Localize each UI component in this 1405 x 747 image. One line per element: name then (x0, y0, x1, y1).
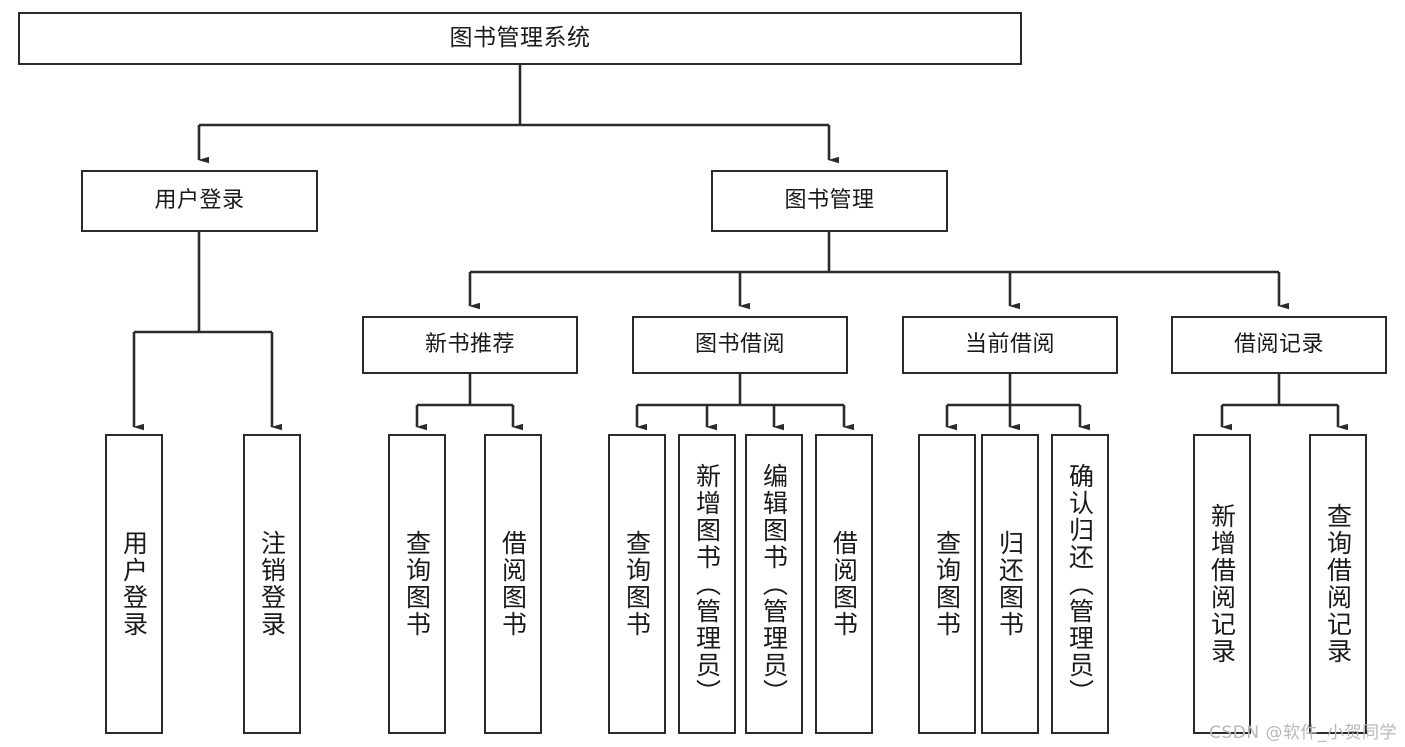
node-user-login-label: 用户登录 (154, 187, 245, 213)
leaf-user-login-label: 用户登录 (119, 530, 149, 638)
node-borrow-record[interactable]: 借阅记录 (1171, 316, 1387, 374)
leaf-current-return-book-label: 归还图书 (995, 530, 1025, 638)
node-book-management[interactable]: 图书管理 (711, 170, 948, 232)
node-root-label: 图书管理系统 (449, 24, 591, 51)
node-book-borrow[interactable]: 图书借阅 (632, 316, 848, 374)
node-root[interactable]: 图书管理系统 (18, 12, 1022, 65)
node-current-borrow[interactable]: 当前借阅 (902, 316, 1118, 374)
leaf-user-logout-label: 注销登录 (257, 530, 287, 638)
node-current-borrow-label: 当前借阅 (964, 331, 1055, 357)
leaf-newbook-borrow-book[interactable]: 借阅图书 (484, 434, 542, 734)
leaf-record-add-label: 新增借阅记录 (1207, 503, 1237, 665)
node-user-login[interactable]: 用户登录 (81, 170, 318, 232)
leaf-newbook-query-book-label: 查询图书 (402, 530, 432, 638)
leaf-borrow-edit-book[interactable]: 编辑图书（管理员） (745, 434, 803, 734)
leaf-user-login[interactable]: 用户登录 (105, 434, 163, 734)
leaf-borrow-borrow-book[interactable]: 借阅图书 (815, 434, 873, 734)
leaf-borrow-add-book-label: 新增图书（管理员） (692, 462, 722, 706)
leaf-borrow-edit-book-label: 编辑图书（管理员） (759, 462, 789, 706)
leaf-newbook-borrow-book-label: 借阅图书 (498, 530, 528, 638)
leaf-borrow-query-book[interactable]: 查询图书 (608, 434, 666, 734)
leaf-current-query-book-label: 查询图书 (932, 530, 962, 638)
leaf-current-confirm-return-label: 确认归还（管理员） (1065, 462, 1095, 706)
leaf-current-confirm-return[interactable]: 确认归还（管理员） (1051, 434, 1109, 734)
leaf-record-query-label: 查询借阅记录 (1323, 503, 1353, 665)
leaf-current-return-book[interactable]: 归还图书 (981, 434, 1039, 734)
leaf-borrow-query-book-label: 查询图书 (622, 530, 652, 638)
node-new-book-recommend-label: 新书推荐 (424, 331, 515, 357)
leaf-borrow-borrow-book-label: 借阅图书 (829, 530, 859, 638)
leaf-record-query[interactable]: 查询借阅记录 (1309, 434, 1367, 734)
node-book-management-label: 图书管理 (784, 187, 875, 213)
leaf-current-query-book[interactable]: 查询图书 (918, 434, 976, 734)
leaf-newbook-query-book[interactable]: 查询图书 (388, 434, 446, 734)
node-book-borrow-label: 图书借阅 (694, 331, 785, 357)
leaf-record-add[interactable]: 新增借阅记录 (1193, 434, 1251, 734)
leaf-user-logout[interactable]: 注销登录 (243, 434, 301, 734)
csdn-watermark: CSDN @软件_小贺同学 (1209, 723, 1397, 743)
node-new-book-recommend[interactable]: 新书推荐 (362, 316, 578, 374)
node-borrow-record-label: 借阅记录 (1233, 331, 1324, 357)
leaf-borrow-add-book[interactable]: 新增图书（管理员） (678, 434, 736, 734)
